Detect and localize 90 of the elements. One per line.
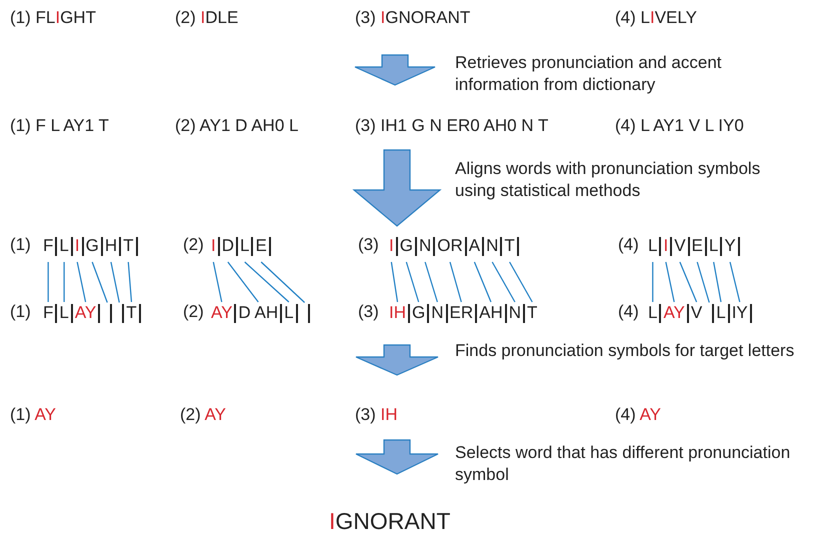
phoneme-token: ER: [448, 303, 474, 323]
alignment-line: [92, 262, 108, 303]
alignment-line: [227, 262, 259, 302]
word-label: (4) AY: [615, 405, 661, 425]
word-label: (2) IDLE: [175, 8, 238, 28]
phoneme-token: N: [508, 303, 522, 323]
letter-token: I: [210, 236, 217, 256]
word-label: (3) IGNORANT: [355, 8, 470, 28]
word-number: (4): [618, 302, 639, 322]
word-label: (3) IH: [355, 405, 398, 425]
letter-token: A: [468, 236, 482, 256]
alignment-line: [652, 262, 654, 302]
alignment-line: [48, 262, 49, 302]
phoneme-token: G: [411, 303, 426, 323]
letter-token: Y: [723, 236, 737, 256]
letter-token: I: [74, 236, 81, 256]
letter-token: G: [398, 236, 414, 256]
phoneme-token: AY: [662, 303, 686, 323]
letter-token: H: [104, 236, 118, 256]
letter-token: E: [254, 236, 268, 256]
letter-token: V: [673, 236, 687, 256]
word-number: (3): [358, 302, 379, 322]
alignment-line: [110, 262, 120, 303]
alignment-line: [76, 262, 86, 302]
phoneme-token: AY: [74, 303, 98, 323]
alignment-line: [509, 262, 533, 302]
alignment-line: [244, 262, 290, 302]
phoneme-token: IH: [388, 303, 407, 323]
letter-token: L: [708, 236, 720, 256]
alignment-line: [449, 262, 462, 302]
alignment-line: [729, 262, 740, 302]
alignment-line: [128, 262, 132, 302]
word-number: (1): [10, 235, 31, 255]
word-number: (2): [183, 302, 204, 322]
phoneme-token: L: [647, 303, 658, 323]
alignment-line: [492, 262, 516, 302]
phoneme-token: T: [125, 303, 138, 323]
letter-token: OR: [436, 236, 464, 256]
alignment-line: [474, 262, 492, 302]
letter-token: I: [388, 236, 395, 256]
letter-token: L: [58, 236, 70, 256]
word-label: (1) F L AY1 T: [10, 116, 109, 136]
word-label: (2) AY1 D AH0 L: [175, 116, 298, 136]
alignment-line: [713, 262, 722, 302]
letter-token: N: [485, 236, 500, 256]
phoneme-token: F: [42, 303, 54, 323]
phoneme-token: V: [690, 303, 704, 323]
phoneme-token: AY: [210, 303, 234, 323]
step-description: Finds pronunciation symbols for target letters: [455, 340, 796, 362]
letter-token: I: [662, 236, 670, 256]
alignment-line: [64, 262, 65, 302]
step-description: Retrieves pronunciation and accent information from dictionary: [455, 52, 722, 96]
word-label: (2) AY: [180, 405, 226, 425]
word-number: (1): [10, 302, 31, 322]
word-label: (1) AY: [10, 405, 56, 425]
result-word: IGNORANT: [329, 508, 450, 534]
word-number: (4): [618, 235, 639, 255]
step-description: Selects word that has different pronunciation symbol: [455, 442, 792, 486]
phoneme-token: D AH: [237, 303, 280, 323]
word-label: (4) LIVELY: [615, 8, 697, 28]
letter-token: G: [84, 236, 100, 256]
word-label: (1) FLIGHT: [10, 8, 96, 28]
letter-token: N: [418, 236, 432, 256]
step-description: Aligns words with pronunciation symbols using statistical methods: [455, 158, 762, 202]
letter-token: T: [122, 236, 134, 256]
phoneme-token: T: [526, 303, 538, 323]
alignment-line: [406, 262, 420, 302]
alignment-line: [424, 262, 438, 302]
phoneme-token: L: [715, 303, 727, 323]
word-number: (3): [358, 235, 379, 255]
alignment-line: [390, 262, 398, 302]
letter-token: T: [503, 236, 516, 256]
phoneme-token: IY: [730, 303, 749, 323]
alignment-line: [696, 262, 710, 303]
letter-token: F: [42, 236, 54, 256]
word-number: (2): [183, 235, 204, 255]
letter-token: E: [690, 236, 704, 256]
word-label: (4) L AY1 V L IY0: [615, 116, 744, 136]
phoneme-token: AH: [478, 303, 504, 323]
alignment-line: [212, 262, 222, 302]
alignment-line: [665, 262, 675, 302]
phoneme-token: N: [430, 303, 445, 323]
letter-token: L: [239, 236, 250, 256]
letter-token: D: [220, 236, 236, 256]
alignment-line: [679, 262, 698, 302]
phoneme-token: L: [58, 303, 70, 323]
letter-token: L: [647, 236, 658, 256]
word-label: (3) IH1 G N ER0 AH0 N T: [355, 116, 548, 136]
alignment-line: [260, 262, 305, 303]
phoneme-token: L: [283, 303, 295, 323]
